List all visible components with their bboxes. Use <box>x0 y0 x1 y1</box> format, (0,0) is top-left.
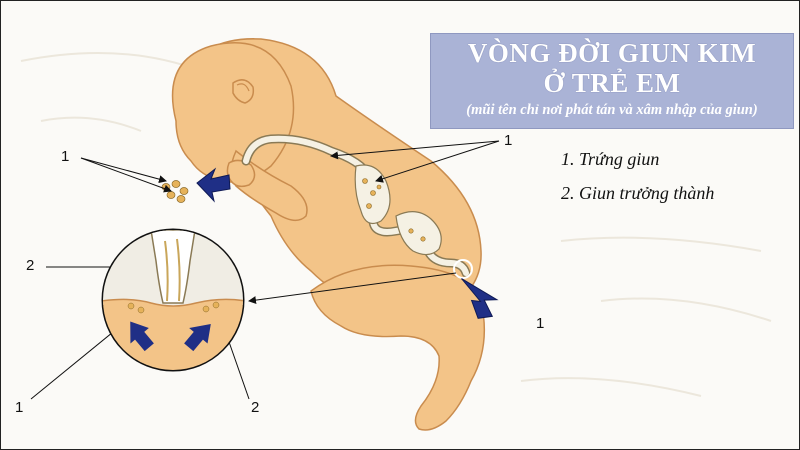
marker-intestine-eggs: 1 <box>504 132 513 149</box>
magnified-inset <box>101 228 245 372</box>
title-box: VÒNG ĐỜI GIUN KIM Ở TRẺ EM (mũi tên chỉ … <box>430 33 794 129</box>
ear-detail <box>236 83 250 92</box>
entry-arrows <box>196 167 499 319</box>
egg-cluster <box>161 180 189 203</box>
legend: 1. Trứng giun 2. Giun trưởng thành <box>561 147 714 215</box>
arrow-to-anus-icon <box>461 278 499 319</box>
legend-item-adult-worm: 2. Giun trưởng thành <box>561 183 715 203</box>
title-line-1: VÒNG ĐỜI GIUN KIM <box>467 38 757 68</box>
subtitle: (mũi tên chỉ nơi phát tán và xâm nhập củ… <box>466 102 758 118</box>
inset-arrow-right-icon <box>184 324 211 352</box>
marker-inset-eggs: 1 <box>15 399 24 416</box>
marker-anus-arrow: 1 <box>536 315 545 332</box>
marker-inset-worm-bottom: 2 <box>251 399 260 416</box>
legend-item-eggs: 1. Trứng giun <box>561 149 660 169</box>
title-line-2: Ở TRẺ EM <box>543 68 681 98</box>
marker-inset-worm: 2 <box>26 257 35 274</box>
arrow-to-mouth-icon <box>196 167 231 203</box>
child-body <box>171 38 486 431</box>
marker-mouth-eggs: 1 <box>61 148 70 165</box>
anus-marker <box>453 259 473 279</box>
inset-arrow-left-icon <box>130 321 154 352</box>
